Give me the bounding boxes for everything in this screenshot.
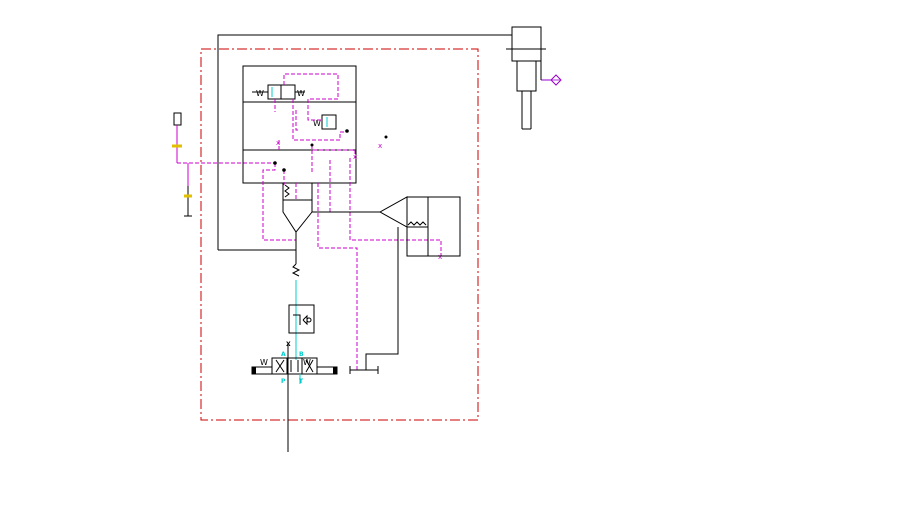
- shuttle-icon: [312, 196, 461, 370]
- port-p-label: P: [281, 378, 286, 385]
- port-t-label: T: [299, 378, 304, 385]
- port-a-label: A: [281, 351, 286, 358]
- manifold-icon: [242, 65, 357, 184]
- gauge-icon: [172, 112, 275, 217]
- cylinder-icon: [506, 26, 551, 130]
- spring-icon: [282, 183, 313, 264]
- spring-label-mid: W: [313, 119, 321, 128]
- spring-label-left: W: [256, 89, 264, 98]
- svg-text:x: x: [438, 253, 442, 261]
- filter-diamond-icon: [550, 74, 562, 86]
- pilot-lines: [262, 73, 442, 370]
- valve-icon: W W: [252, 84, 305, 100]
- valve-icon: W: [313, 114, 337, 130]
- main-line-to-cylinder: [217, 34, 512, 250]
- port-markers: [273, 129, 388, 172]
- svg-text:x: x: [353, 153, 357, 161]
- svg-text:x: x: [276, 139, 280, 147]
- pressure-line: [291, 263, 301, 360]
- dir-valve-left-spring: W: [260, 358, 268, 367]
- svg-text:x: x: [378, 142, 382, 150]
- port-b-label: B: [299, 351, 304, 358]
- port-x-markers: x x x x: [276, 139, 442, 261]
- port-x-label: X: [286, 341, 291, 348]
- tank-icon: [349, 366, 379, 374]
- spring-label-right: W: [297, 89, 305, 98]
- port-labels: X A B P T: [281, 341, 304, 385]
- accumulator-icon: [288, 304, 315, 334]
- directional-valve-icon: W W: [251, 357, 338, 375]
